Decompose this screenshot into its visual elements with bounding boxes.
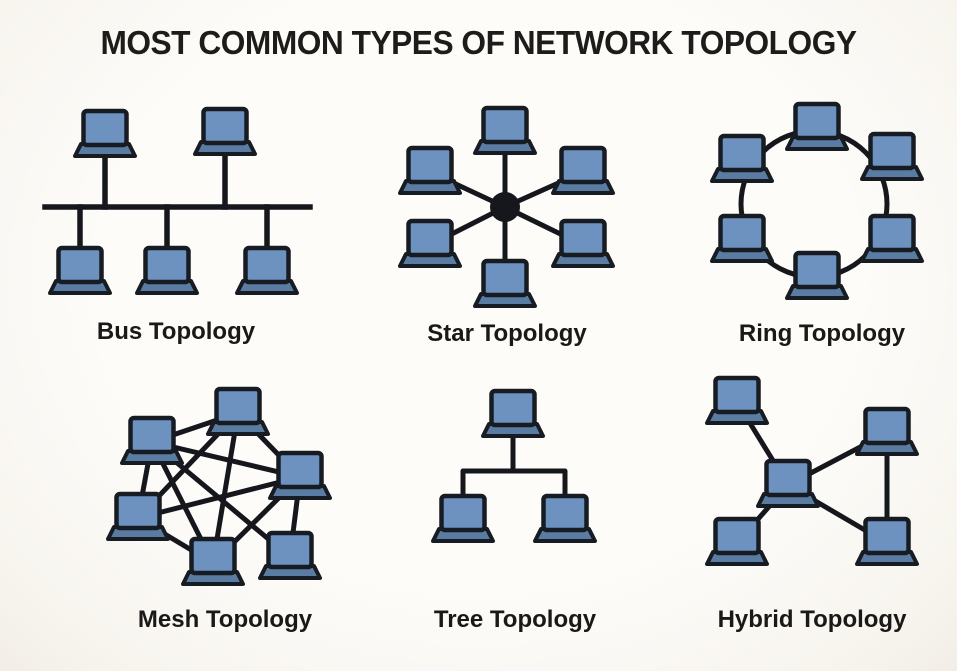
star-topology-label: Star Topology — [427, 320, 587, 347]
laptop-screen — [214, 386, 262, 426]
laptop-screen — [406, 218, 454, 258]
laptop-icon — [855, 516, 919, 566]
ring-topology-canvas — [710, 101, 924, 300]
connection-line — [151, 439, 301, 480]
bus-topology-canvas — [42, 106, 313, 295]
laptop-icon — [756, 458, 820, 508]
laptop-screen — [276, 450, 324, 490]
laptop-screen — [481, 258, 529, 298]
laptop-icon — [473, 258, 537, 308]
hybrid-topology-diagram — [690, 375, 935, 600]
laptop-screen — [718, 213, 766, 253]
page-title: MOST COMMON TYPES OF NETWORK TOPOLOGY — [100, 24, 857, 61]
laptop-screen — [406, 145, 454, 185]
hybrid-topology-label: Hybrid Topology — [717, 606, 907, 633]
laptop-icon — [785, 101, 849, 151]
laptop-screen — [201, 106, 249, 146]
laptop-screen — [243, 245, 291, 285]
laptop-icon — [73, 108, 137, 158]
laptop-screen — [559, 145, 607, 185]
laptop-icon — [181, 536, 245, 586]
laptop-icon — [268, 450, 332, 500]
laptop-screen — [81, 108, 129, 148]
laptop-screen — [793, 250, 841, 290]
laptop-screen — [868, 213, 916, 253]
laptop-icon — [193, 106, 257, 156]
laptop-icon — [551, 145, 615, 195]
tree-connector-line — [460, 468, 568, 500]
laptop-icon — [235, 245, 299, 295]
star-topology-diagram — [395, 100, 625, 310]
laptop-screen — [541, 493, 589, 533]
laptop-icon — [473, 105, 537, 155]
laptop-icon — [860, 131, 924, 181]
laptop-screen — [143, 245, 191, 285]
star-topology-canvas — [398, 105, 615, 308]
laptop-screen — [489, 388, 537, 428]
laptop-screen — [128, 415, 176, 455]
laptop-screen — [189, 536, 237, 576]
laptop-icon — [705, 375, 769, 425]
tree-topology-label: Tree Topology — [433, 606, 597, 633]
laptop-screen — [863, 516, 911, 556]
laptop-screen — [713, 516, 761, 556]
laptop-icon — [785, 250, 849, 300]
laptop-screen — [718, 133, 766, 173]
tree-topology-diagram — [420, 388, 610, 595]
laptop-icon — [481, 388, 545, 438]
laptop-screen — [863, 406, 911, 446]
hub-node — [490, 192, 520, 222]
laptop-screen — [868, 131, 916, 171]
laptop-icon — [258, 530, 322, 580]
ring-topology-diagram — [700, 100, 935, 312]
tree-topology-canvas — [431, 388, 597, 543]
connection-line — [137, 474, 301, 521]
laptop-icon — [705, 516, 769, 566]
laptop-icon — [855, 406, 919, 456]
laptop-screen — [764, 458, 812, 498]
laptop-screen — [481, 105, 529, 145]
laptop-icon — [120, 415, 184, 465]
laptop-screen — [439, 493, 487, 533]
hybrid-topology-canvas — [705, 375, 919, 566]
laptop-screen — [266, 530, 314, 570]
ring-topology-label: Ring Topology — [738, 320, 906, 347]
bus-topology-label: Bus Topology — [96, 318, 256, 345]
laptop-screen — [114, 491, 162, 531]
laptop-icon — [710, 133, 774, 183]
laptop-screen — [56, 245, 104, 285]
laptop-icon — [710, 213, 774, 263]
mesh-topology-diagram — [95, 385, 350, 600]
laptop-icon — [106, 491, 170, 541]
mesh-topology-label: Mesh Topology — [137, 606, 313, 633]
laptop-screen — [793, 101, 841, 141]
laptop-icon — [551, 218, 615, 268]
laptop-icon — [48, 245, 112, 295]
laptop-icon — [398, 218, 462, 268]
mesh-topology-canvas — [106, 386, 332, 586]
bus-topology-diagram — [40, 98, 315, 308]
laptop-icon — [206, 386, 270, 436]
laptop-icon — [860, 213, 924, 263]
laptop-icon — [135, 245, 199, 295]
laptop-icon — [431, 493, 495, 543]
laptop-icon — [533, 493, 597, 543]
laptop-screen — [559, 218, 607, 258]
laptop-icon — [398, 145, 462, 195]
laptop-screen — [713, 375, 761, 415]
